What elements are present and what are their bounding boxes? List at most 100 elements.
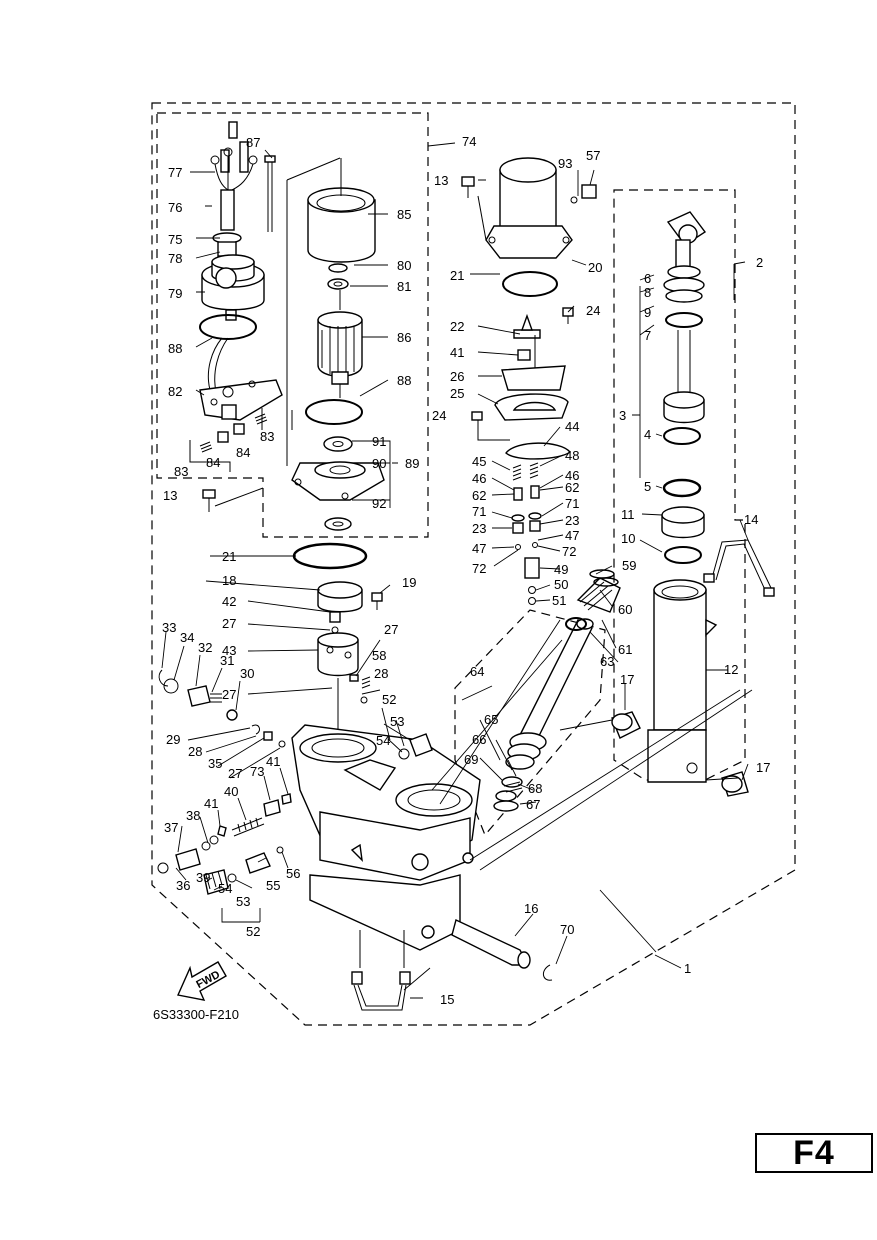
callout-9: 9 (644, 305, 651, 320)
callout-86: 86 (397, 330, 411, 345)
callout-19: 19 (402, 575, 416, 590)
callout-25: 25 (450, 386, 464, 401)
callout-63: 63 (600, 654, 614, 669)
tilt-cylinder-parts (611, 211, 775, 797)
callout-2: 2 (756, 255, 763, 270)
callout-41-low: 41 (204, 796, 218, 811)
callout-82: 82 (168, 384, 182, 399)
callout-84-left: 84 (206, 455, 220, 470)
callout-28-b: 28 (188, 744, 202, 759)
callout-numbers: 87 77 76 75 78 79 88 82 83 84 84 83 13 8… (162, 134, 770, 1007)
callout-41-top: 41 (450, 345, 464, 360)
callout-87: 87 (246, 135, 260, 150)
callout-81: 81 (397, 279, 411, 294)
callout-27-d: 27 (228, 766, 242, 781)
callout-83-right: 83 (260, 429, 274, 444)
callout-4: 4 (644, 427, 651, 442)
callout-1: 1 (684, 961, 691, 976)
callout-52-low: 52 (246, 924, 260, 939)
callout-72-left: 72 (472, 561, 486, 576)
callout-47-right: 47 (565, 528, 579, 543)
callout-13-top: 13 (434, 173, 448, 188)
callout-28-a: 28 (374, 666, 388, 681)
callout-22: 22 (450, 319, 464, 334)
callout-46-right: 46 (565, 468, 579, 483)
callout-67: 67 (526, 797, 540, 812)
callout-13-left: 13 (163, 488, 177, 503)
page-tag-label: F4 (793, 1134, 835, 1172)
tilt-cylinder-boundary (613, 189, 746, 781)
callout-27-a: 27 (222, 616, 236, 631)
callout-44: 44 (565, 419, 579, 434)
callout-48: 48 (565, 448, 579, 463)
callout-14: 14 (744, 512, 758, 527)
callout-53-low: 53 (236, 894, 250, 909)
callout-6: 6 (644, 271, 651, 286)
callout-74: 74 (462, 134, 476, 149)
callout-73: 73 (250, 764, 264, 779)
pump-parts (157, 542, 553, 1011)
callout-62-left: 62 (472, 488, 486, 503)
callout-3: 3 (619, 408, 626, 423)
callout-61: 61 (618, 642, 632, 657)
fwd-direction-arrow: FWD (177, 961, 227, 1001)
callout-5: 5 (644, 479, 651, 494)
callout-40: 40 (224, 784, 238, 799)
callout-41-mid: 41 (266, 754, 280, 769)
callout-52-top: 52 (382, 692, 396, 707)
callout-17-left: 17 (620, 672, 634, 687)
callout-42: 42 (222, 594, 236, 609)
callout-7: 7 (644, 328, 651, 343)
callout-84-right: 84 (236, 445, 250, 460)
callout-23-right: 23 (565, 513, 579, 528)
callout-33: 33 (162, 620, 176, 635)
callout-17-right: 17 (756, 760, 770, 775)
page-tag-box: F4 (755, 1133, 873, 1173)
callout-43: 43 (222, 643, 236, 658)
callout-23-left: 23 (472, 521, 486, 536)
callout-80: 80 (397, 258, 411, 273)
callout-75: 75 (168, 232, 182, 247)
valve-assembly-parts (493, 569, 621, 812)
callout-79: 79 (168, 286, 182, 301)
callout-24-top: 24 (586, 303, 600, 318)
callout-49: 49 (554, 562, 568, 577)
callout-27-c: 27 (222, 687, 236, 702)
callout-60: 60 (618, 602, 632, 617)
callout-90: 90 (372, 456, 386, 471)
callout-91: 91 (372, 434, 386, 449)
callout-30: 30 (240, 666, 254, 681)
callout-34: 34 (180, 630, 194, 645)
callout-54-top: 54 (376, 733, 390, 748)
callout-18: 18 (222, 573, 236, 588)
callout-70: 70 (560, 922, 574, 937)
leader-lines (161, 142, 753, 999)
callout-11: 11 (621, 507, 635, 522)
callout-54-low: 54 (218, 881, 232, 896)
callout-32: 32 (198, 640, 212, 655)
callout-71-right: 71 (565, 496, 579, 511)
callout-35: 35 (208, 756, 222, 771)
callout-85: 85 (397, 207, 411, 222)
callout-31: 31 (220, 653, 234, 668)
drawing-code: 6S33300-F210 (153, 1007, 239, 1022)
assembly-boundary (151, 102, 796, 1026)
callout-21-top: 21 (450, 268, 464, 283)
callout-26: 26 (450, 369, 464, 384)
callout-62-right: 62 (565, 480, 579, 495)
callout-27-b: 27 (384, 622, 398, 637)
callout-16: 16 (524, 901, 538, 916)
callout-53-top: 53 (390, 714, 404, 729)
valve-subassembly-boundary (454, 609, 606, 837)
callout-37: 37 (164, 820, 178, 835)
callout-50: 50 (554, 577, 568, 592)
callout-29: 29 (166, 732, 180, 747)
callout-46-left: 46 (472, 471, 486, 486)
callout-83-left: 83 (174, 464, 188, 479)
callout-66: 66 (472, 732, 486, 747)
callout-8: 8 (644, 285, 651, 300)
callout-78: 78 (168, 251, 182, 266)
callout-57: 57 (586, 148, 600, 163)
callout-15: 15 (440, 992, 454, 1007)
